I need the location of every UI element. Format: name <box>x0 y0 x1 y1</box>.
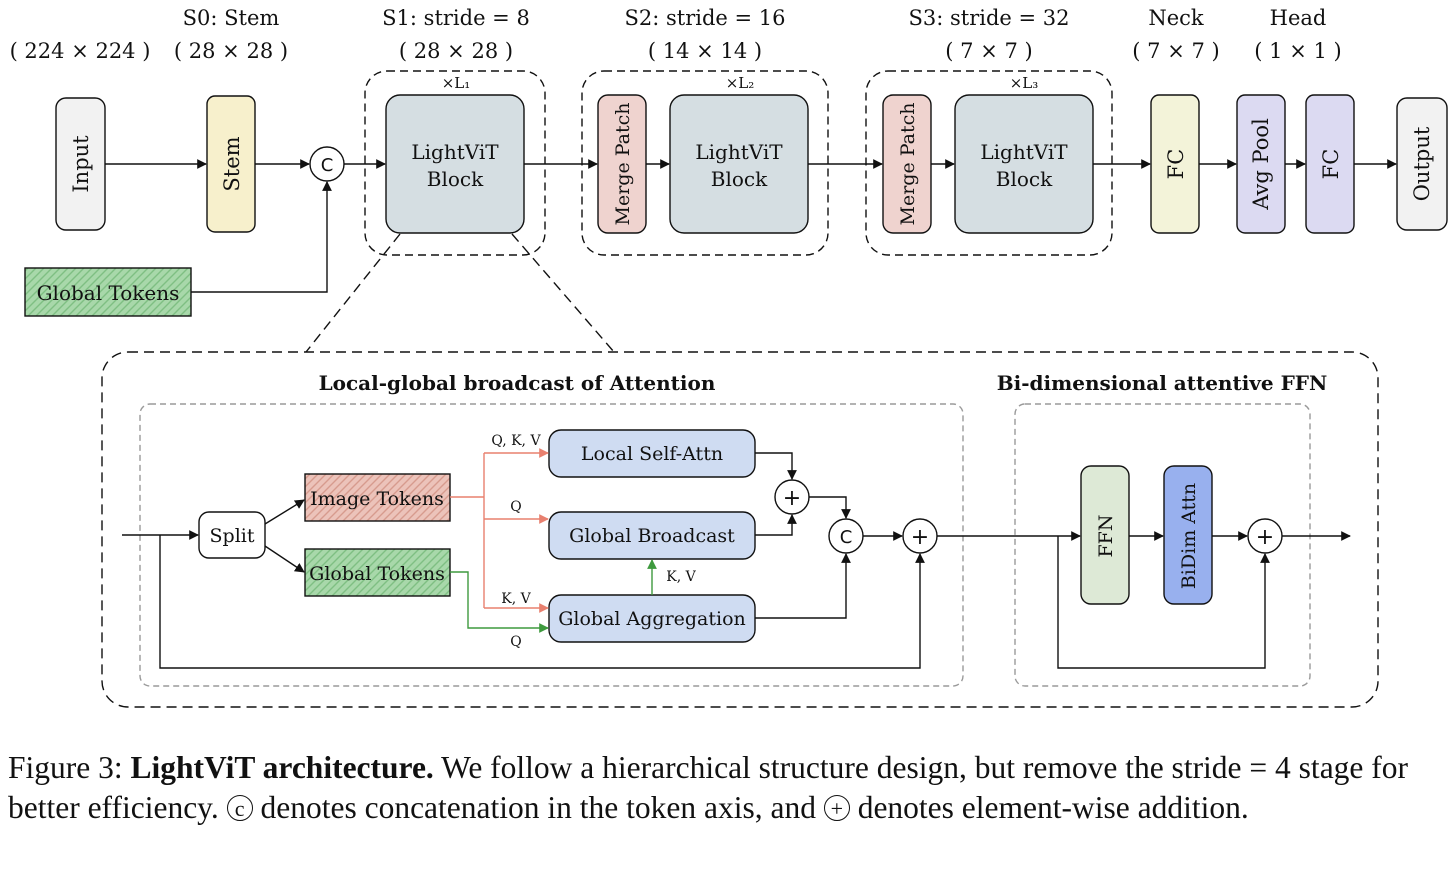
lightvit-s1-line1: LightViT <box>411 140 499 164</box>
plus-symbol-icon: + <box>823 795 850 821</box>
arrow-aggregation-concat <box>755 553 851 619</box>
output-label: Output <box>1410 126 1434 201</box>
stage-s1-group <box>364 70 546 256</box>
repeat-l3: ×L₃ <box>1010 74 1039 92</box>
stage-s2-title: S2: stride = 16 <box>624 6 785 30</box>
stem-label: Stem <box>220 136 244 191</box>
caption-text-2: denotes concatenation in the token axis,… <box>252 790 824 825</box>
plus-ffn-label: + <box>1256 525 1274 550</box>
concat-detail-label: C <box>840 527 853 548</box>
head-title: Head <box>1270 6 1327 30</box>
bidim-attn-block <box>1163 465 1213 605</box>
detail-panel <box>101 351 1379 708</box>
repeat-l2: ×L₂ <box>726 74 755 92</box>
global-tokens-block <box>304 548 451 597</box>
residual-attn-path <box>159 535 925 669</box>
lightvit-s3-line1: LightViT <box>980 140 1068 164</box>
arrow-plus-concat <box>809 496 851 519</box>
arrow-local-plus <box>755 452 797 480</box>
merge-patch-s3-label: Merge Patch <box>897 103 919 226</box>
input-resolution-label: ( 224 × 224 ) <box>10 39 151 63</box>
image-tokens-label: Image Tokens <box>310 488 444 510</box>
stage-s2-group <box>581 70 829 256</box>
caption-prefix: Figure 3: <box>8 750 131 785</box>
q-label-broadcast: Q <box>510 499 521 515</box>
lightvit-s2-line1: LightViT <box>695 140 783 164</box>
concat-symbol-icon: c <box>226 795 253 821</box>
avg-pool-label: Avg Pool <box>1249 118 1273 211</box>
concat-top-label: C <box>321 155 334 176</box>
split-block <box>198 511 266 559</box>
stage-s0-title: S0: Stem <box>183 6 280 30</box>
arrow-broadcast-plus <box>755 514 797 536</box>
lightvit-s2-line2: Block <box>711 167 768 191</box>
local-self-attn-label: Local Self-Attn <box>581 443 723 465</box>
repeat-l1: ×L₁ <box>442 74 471 92</box>
green-arrow-aggregation <box>450 571 549 633</box>
stage-s1-title: S1: stride = 8 <box>382 6 530 30</box>
fc-head-label: FC <box>1319 149 1343 180</box>
lightvit-s1-line2: Block <box>427 167 484 191</box>
figure-caption: Figure 3: LightViT architecture. We foll… <box>8 748 1448 828</box>
ffn-label: FFN <box>1095 515 1117 558</box>
ffn-section-title: Bi-dimensional attentive FFN <box>997 371 1328 395</box>
neck-title: Neck <box>1148 6 1204 30</box>
arrow-split-image <box>264 499 305 525</box>
lightvit-s3-line2: Block <box>996 167 1053 191</box>
bidim-attn-label: BiDim Attn <box>1178 483 1200 589</box>
input-label: Input <box>69 135 93 193</box>
global-aggregation-label: Global Aggregation <box>558 608 746 630</box>
ffn-section <box>1014 403 1311 687</box>
kv-label-broadcast: K, V <box>666 569 696 585</box>
global-tokens-label: Global Tokens <box>309 563 445 585</box>
merge-patch-s2-label: Merge Patch <box>612 103 634 226</box>
arrow-split-global <box>264 545 305 573</box>
stage-s0-resolution: ( 28 × 28 ) <box>174 39 288 63</box>
global-broadcast-label: Global Broadcast <box>569 525 735 547</box>
stage-s3-title: S3: stride = 32 <box>908 6 1069 30</box>
head-resolution: ( 1 × 1 ) <box>1254 39 1341 63</box>
stage-s3-group <box>865 70 1113 256</box>
global-tokens-input-label: Global Tokens <box>37 281 180 305</box>
plus-residual-label: + <box>911 525 929 550</box>
residual-ffn-path <box>1057 536 1270 669</box>
attention-section-title: Local-global broadcast of Attention <box>319 371 716 395</box>
split-label: Split <box>210 525 255 547</box>
lightvit-block-s2 <box>669 94 809 234</box>
zoom-line-right <box>511 233 615 353</box>
stage-s2-resolution: ( 14 × 14 ) <box>648 39 762 63</box>
fc-neck-label: FC <box>1164 149 1188 180</box>
caption-text-3: denotes element-wise addition. <box>849 790 1249 825</box>
global-tokens-input-block <box>24 267 192 317</box>
attention-section <box>139 403 964 687</box>
caption-bold-title: LightViT architecture. <box>130 750 434 785</box>
lightvit-block-s3 <box>954 94 1094 234</box>
stage-s1-resolution: ( 28 × 28 ) <box>399 39 513 63</box>
neck-resolution: ( 7 × 7 ) <box>1132 39 1219 63</box>
caption-text-1: We follow a hierarchical structure desig… <box>8 750 1409 825</box>
arrow-global-tokens-concat <box>191 181 332 293</box>
kv-label-aggregation: K, V <box>501 591 531 607</box>
qkv-label: Q, K, V <box>491 433 541 449</box>
output-block <box>1396 97 1448 231</box>
lightvit-block-s1 <box>385 94 525 234</box>
image-tokens-block <box>304 473 451 522</box>
ffn-block <box>1080 465 1130 605</box>
plus-attn-label: + <box>783 486 801 511</box>
architecture-diagram: ( 224 × 224 ) S0: Stem ( 28 × 28 ) S1: s… <box>10 6 1448 708</box>
zoom-line-left <box>305 233 401 353</box>
q-label-aggregation: Q <box>510 634 521 650</box>
stage-s3-resolution: ( 7 × 7 ) <box>945 39 1032 63</box>
